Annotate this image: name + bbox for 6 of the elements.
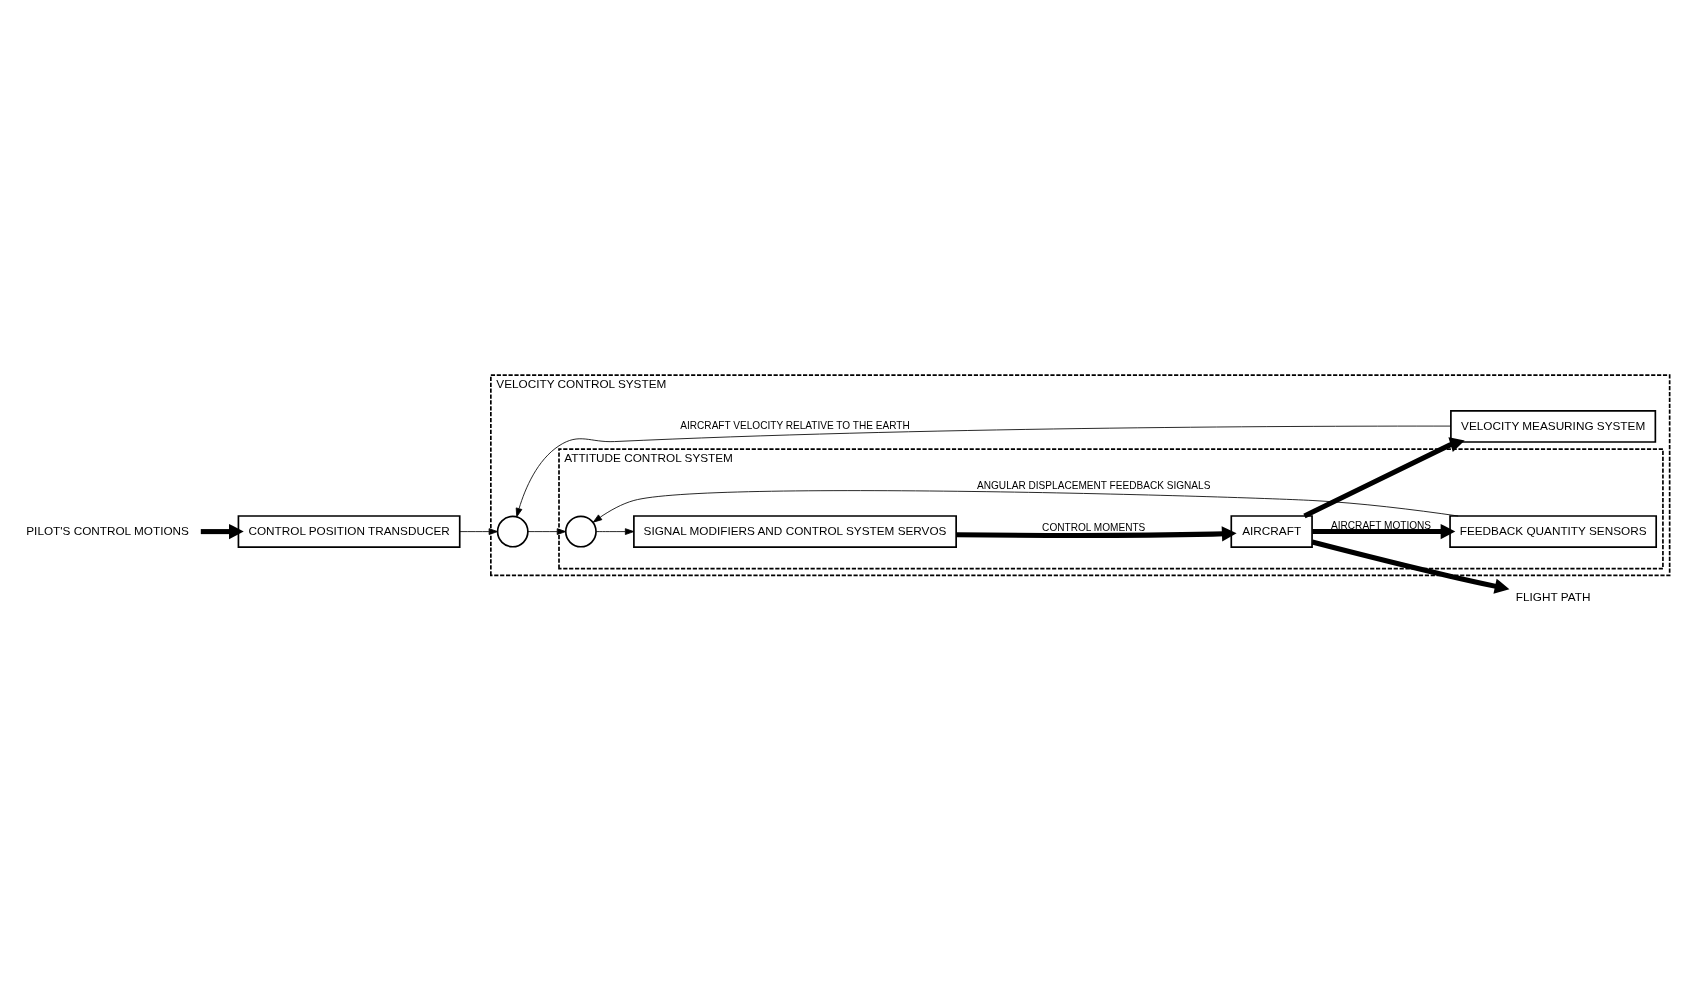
edge-label: CONTROL MOMENTS xyxy=(1042,521,1146,533)
edge-label: AIRCRAFT VELOCITY RELATIVE TO THE EARTH xyxy=(680,419,910,431)
node-text: PILOT'S CONTROL MOTIONS xyxy=(26,523,189,537)
node-text: FLIGHT PATH xyxy=(1515,589,1591,603)
edge-label: AIRCRAFT MOTIONS xyxy=(1331,519,1432,531)
edge-label: ANGULAR DISPLACEMENT FEEDBACK SIGNALS xyxy=(977,479,1211,491)
